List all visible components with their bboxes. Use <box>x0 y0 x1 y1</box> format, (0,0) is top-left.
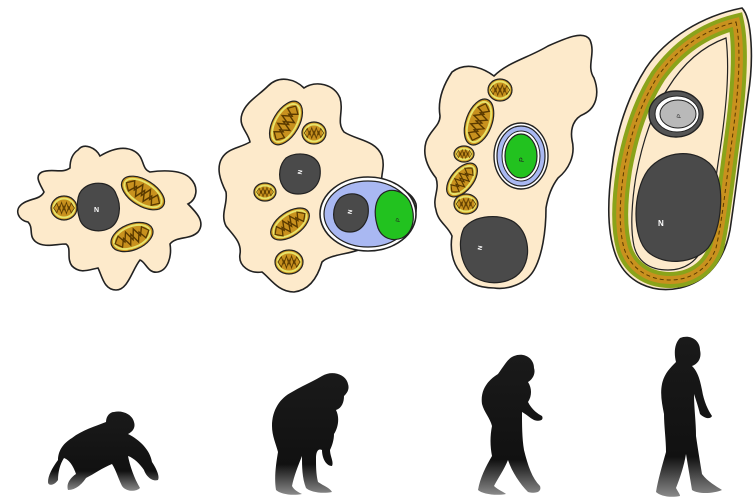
cell-1-mitochondrion-a <box>51 196 77 220</box>
cell-3-mitochondrion-e <box>454 194 478 214</box>
ape-silhouette <box>48 411 159 490</box>
cell-3-mitochondrion-b <box>488 79 512 101</box>
modern-human-silhouette <box>656 337 722 497</box>
cell-4-nucleus-label: N <box>658 219 664 228</box>
cell-4-elongated: P N <box>609 8 752 290</box>
cell-3-plastid-bearing: N P <box>425 35 597 288</box>
cell-3-nucleus <box>460 217 527 283</box>
cell-3-plastid <box>505 134 537 178</box>
cell-3-mitochondrion-c <box>454 146 474 162</box>
archaic-human-silhouette <box>478 355 543 495</box>
cell-4-nucleus <box>636 154 721 262</box>
cell-1-nucleus-label: N <box>94 207 99 214</box>
cell-2-chloroplast <box>375 190 413 239</box>
early-hominid-silhouette <box>272 373 349 495</box>
cell-2-mitochondrion-e <box>275 250 303 274</box>
cell-2-engulfing: N N P <box>219 79 416 292</box>
cell-2-mitochondrion-c <box>254 183 276 201</box>
cell-1-amoeba: N <box>18 146 201 290</box>
cell-2-mitochondrion-b <box>302 122 326 144</box>
